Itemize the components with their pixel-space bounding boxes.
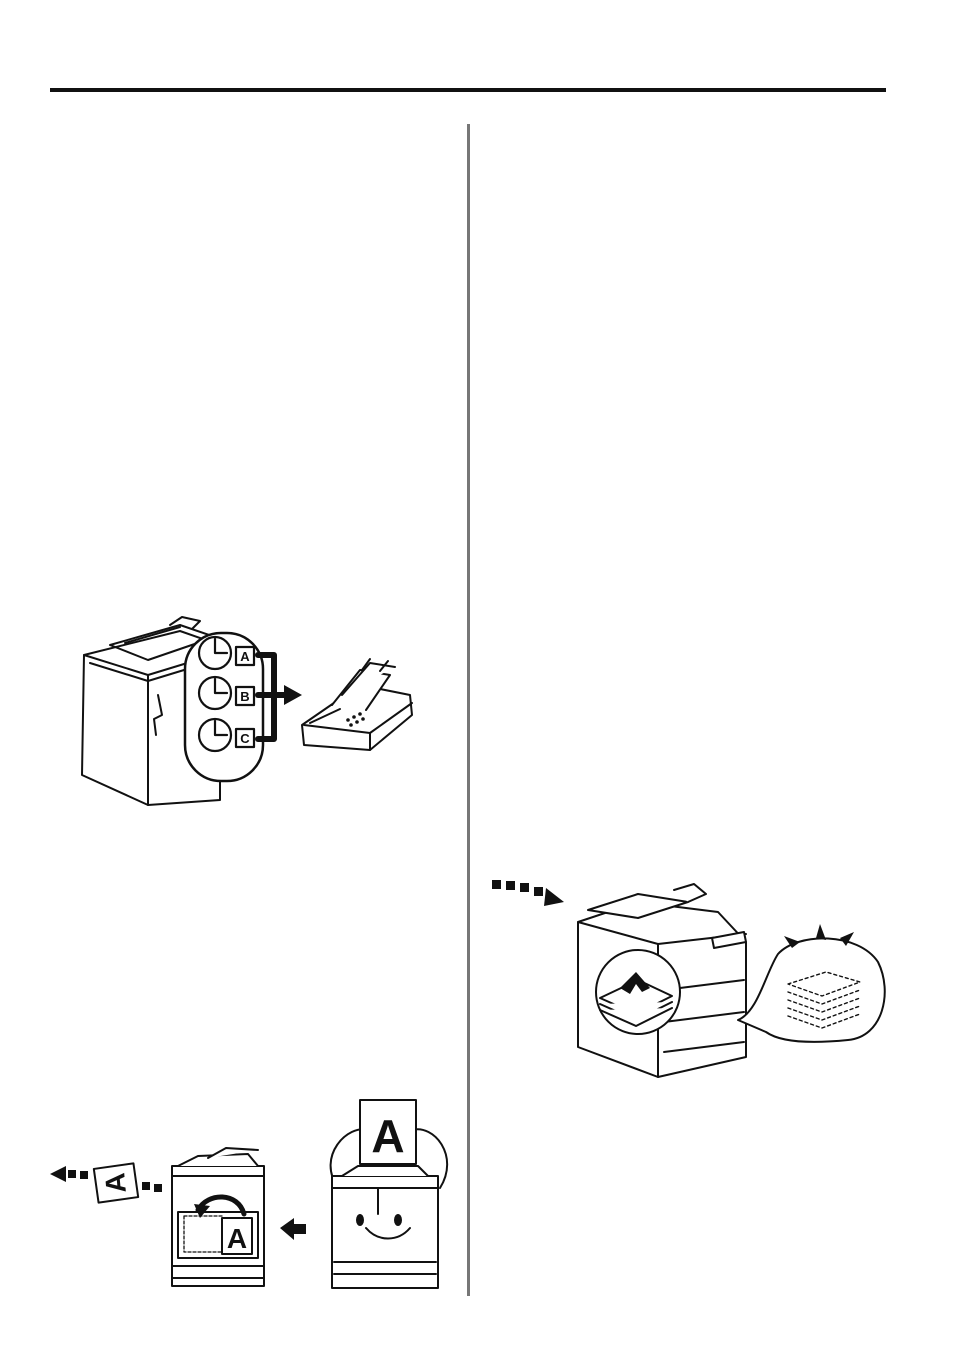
- flipped-sheet: [221, 1217, 253, 1255]
- slot-label-a: A: [240, 649, 250, 664]
- original-letter: A: [371, 1110, 404, 1162]
- incoming-dashed-arrow-icon: [492, 880, 564, 906]
- timer-fax-illustration: A B C: [81, 616, 413, 806]
- header-rule: [50, 88, 886, 92]
- original-sheet: [359, 1099, 417, 1165]
- output-letter: A: [99, 1172, 132, 1195]
- clock-icon: [197, 675, 233, 711]
- output-sheet: [92, 1162, 140, 1204]
- slot-label-b: B: [240, 689, 249, 704]
- outgoing-dashed-arrow-icon: [50, 1166, 162, 1192]
- clock-icon: [197, 635, 233, 671]
- flipped-letter: A: [227, 1223, 247, 1254]
- column-divider: [467, 124, 470, 1296]
- memory-copy-illustration: [492, 880, 886, 1078]
- transfer-arrow-icon: [280, 1218, 306, 1240]
- two-sided-copy-illustration: A A A: [50, 1099, 449, 1289]
- send-arrow-icon: [284, 685, 302, 705]
- clock-icon: [197, 717, 233, 753]
- slot-label-c: C: [240, 731, 250, 746]
